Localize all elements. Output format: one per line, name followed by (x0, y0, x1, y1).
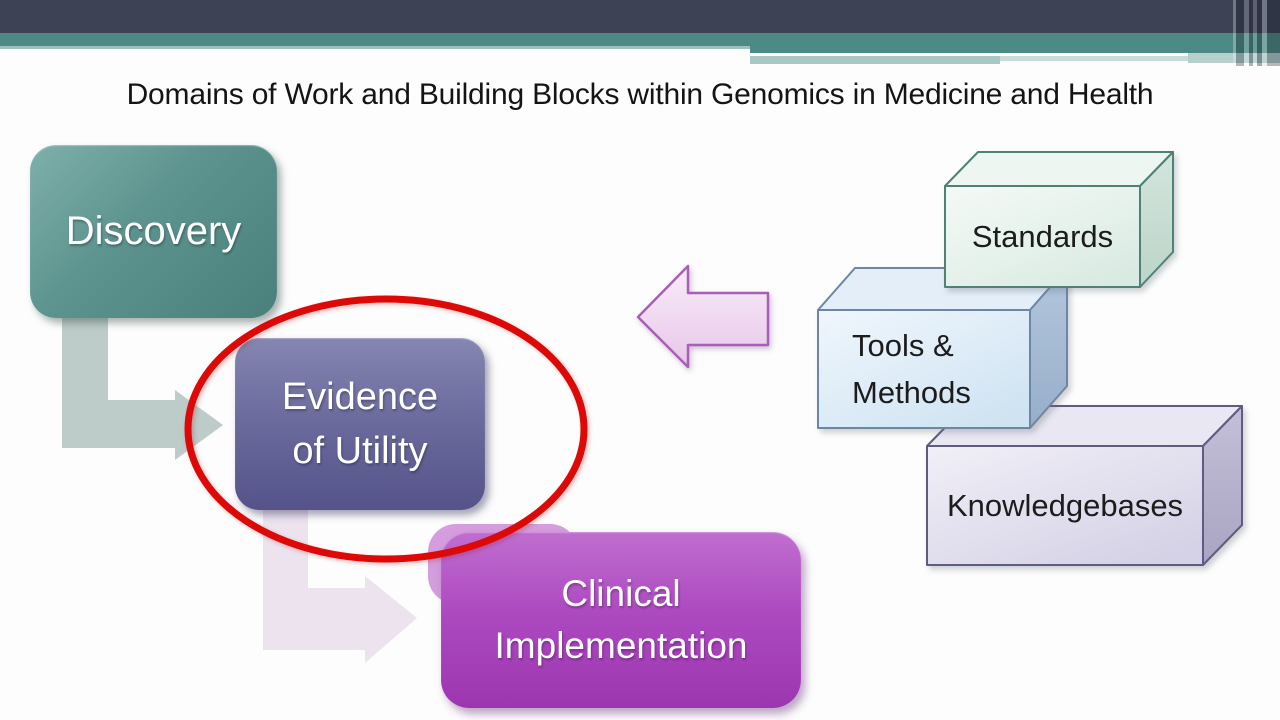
header-band-light3 (1188, 53, 1280, 63)
slide-title: Domains of Work and Building Blocks with… (126, 78, 1154, 111)
evidence-label-line1: Evidence (281, 376, 439, 418)
stripe (1262, 0, 1267, 66)
header-band-white-line (750, 53, 1188, 56)
stripe (1244, 0, 1249, 66)
header-band-teal (0, 33, 1280, 46)
header-band-lightline (0, 46, 1280, 49)
stripe (1249, 0, 1253, 66)
header-band-dark (0, 0, 1280, 33)
clinical-label-line2: Implementation (494, 625, 748, 666)
standards-label-text: Standards (971, 218, 1114, 254)
header-band-teal-right (750, 46, 1280, 53)
header-band-light1 (750, 56, 1000, 64)
stripe (1253, 0, 1257, 66)
block-arrow-left-icon (636, 264, 770, 369)
cube-standards (944, 151, 1174, 288)
stripe (1257, 0, 1262, 66)
stripe (1236, 0, 1244, 66)
knowledgebases-block-label: Knowledgebases (927, 446, 1203, 565)
evidence-label-line2: of Utility (292, 430, 428, 472)
clinical-implementation-box: Clinical Implementation (441, 532, 801, 708)
header-band-light2 (1000, 56, 1188, 61)
cube-tools-methods (817, 267, 1068, 429)
knowledgebases-label-text: Knowledgebases (946, 487, 1184, 523)
clinical-label: Clinical Implementation (495, 568, 748, 672)
stripe (1267, 0, 1280, 66)
tools-label-line1: Tools & (852, 328, 954, 363)
clinical-label-line1: Clinical (561, 573, 681, 614)
evidence-label: Evidence of Utility (282, 370, 438, 478)
tools-methods-block-label: Tools & Methods (818, 310, 1030, 428)
stripe (1233, 0, 1236, 66)
header-corner-stripes (1226, 0, 1280, 66)
standards-block-label: Standards (945, 186, 1140, 287)
highlight-ellipse-annotation (184, 295, 588, 563)
discovery-label: Discovery (65, 209, 242, 253)
elbow-arrow-discovery-to-evidence-icon (62, 318, 223, 460)
tools-label-line2: Methods (852, 375, 971, 410)
evidence-of-utility-box: Evidence of Utility (235, 338, 485, 510)
discovery-box: Discovery (30, 145, 277, 318)
